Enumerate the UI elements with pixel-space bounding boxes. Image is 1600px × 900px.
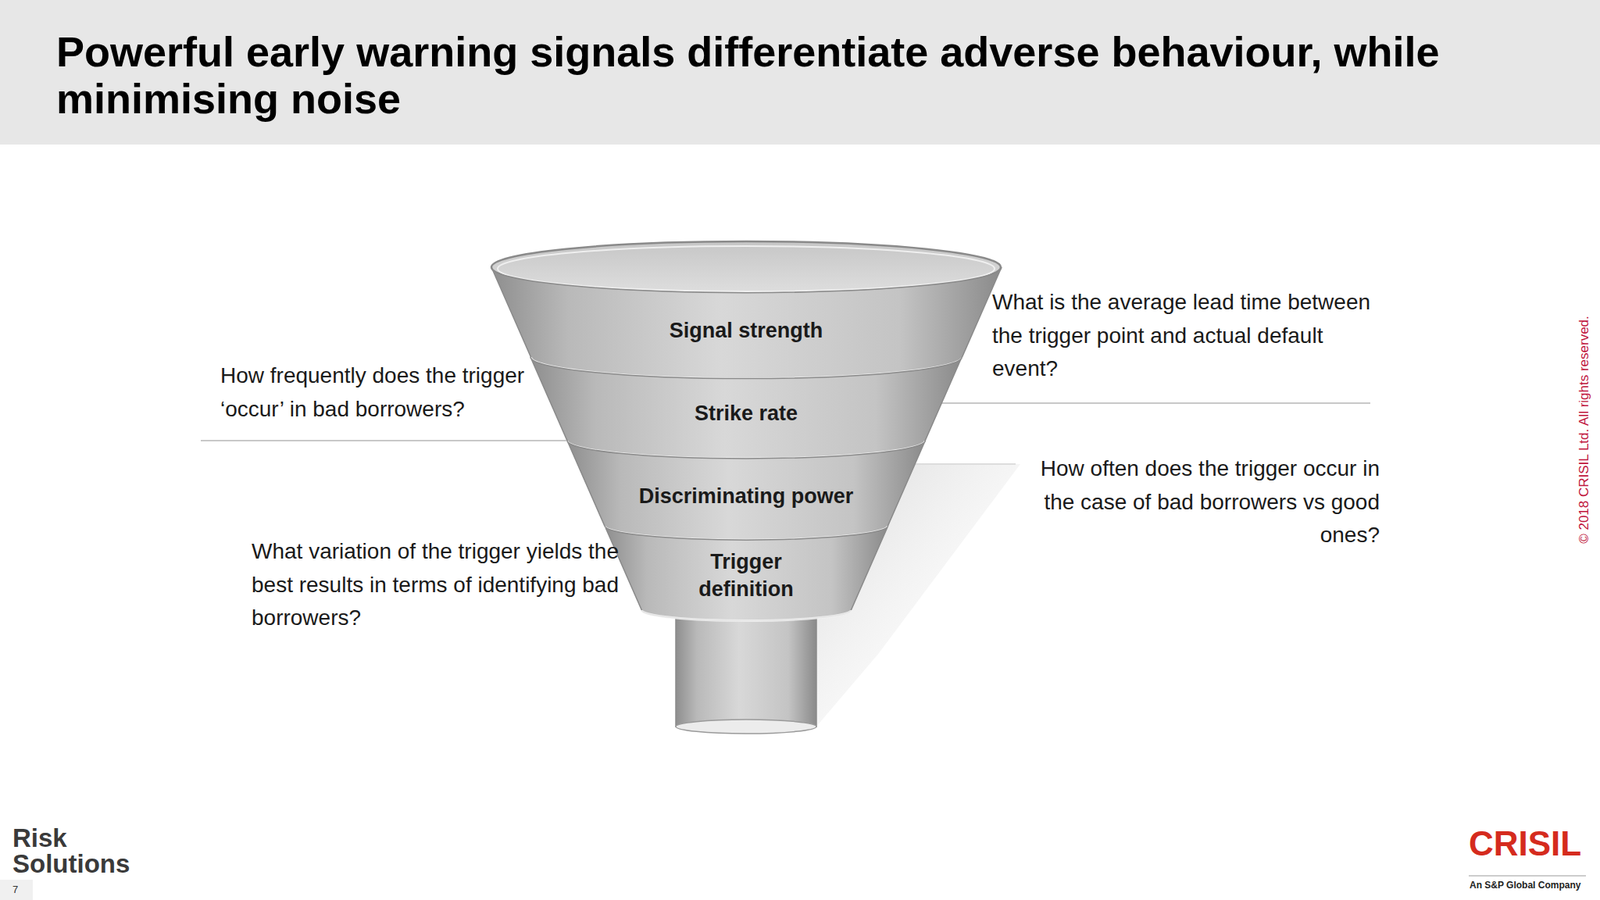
copyright-notice: © 2018 CRISIL Ltd. All rights reserved. xyxy=(1576,315,1593,544)
callout-text: What variation of the trigger yields the… xyxy=(251,535,619,636)
funnel-rim-highlight xyxy=(497,246,995,292)
slide-title: Powerful early warning signals different… xyxy=(56,28,1525,122)
funnel-band: Strike rate xyxy=(522,353,970,464)
logo-rule xyxy=(1468,875,1586,877)
leader-line xyxy=(925,402,1371,404)
callout-text: How often does the trigger occur in the … xyxy=(1004,452,1380,553)
funnel-band: Discriminating power xyxy=(559,437,933,545)
band-shape xyxy=(596,522,897,625)
band-label: Trigger definition xyxy=(679,548,813,604)
band-label: Strike rate xyxy=(628,400,864,428)
band-label: Signal strength xyxy=(589,317,903,345)
brand-text: Risk Solutions xyxy=(12,825,150,877)
page-number: 7 xyxy=(12,883,18,897)
logo-tagline: An S&P Global Company xyxy=(1469,879,1581,891)
funnel-neck-end xyxy=(675,719,817,734)
leader-line xyxy=(200,439,575,442)
callout-text: How frequently does the trigger ‘occur’ … xyxy=(220,359,572,426)
leader-line xyxy=(898,463,1016,465)
logo-text: CRISIL xyxy=(1468,826,1582,861)
band-label: Discriminating power xyxy=(613,482,879,511)
callout-text: What is the average lead time between th… xyxy=(992,285,1372,386)
band-highlight xyxy=(641,610,851,621)
band-outline xyxy=(567,440,925,540)
funnel-band: Trigger definition xyxy=(596,522,897,625)
funnel-band: Signal strength xyxy=(483,264,1010,384)
band-outline xyxy=(604,525,889,621)
band-outline xyxy=(530,357,962,459)
band-outline xyxy=(491,267,1002,379)
